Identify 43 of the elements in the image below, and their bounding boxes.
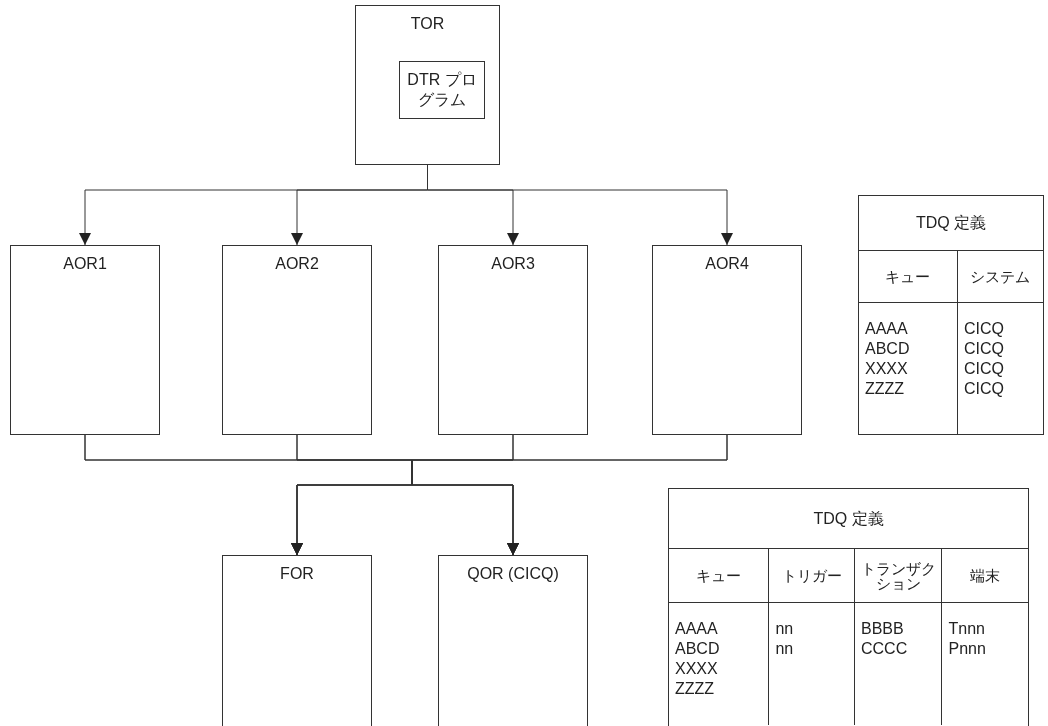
table-text: ZZZZ bbox=[675, 679, 716, 699]
table-text: CICQ bbox=[963, 359, 1005, 379]
table-text: AAAA bbox=[865, 319, 909, 339]
column-header: 端末 bbox=[969, 568, 1002, 583]
table-text: Tnnn bbox=[948, 619, 986, 639]
table-text: ABCD bbox=[675, 639, 721, 659]
table-title: TDQ 定義 bbox=[813, 508, 884, 529]
node-label: AOR1 bbox=[62, 254, 108, 274]
table-text: AAAA bbox=[675, 619, 719, 639]
region-box bbox=[438, 555, 588, 726]
table-text: nn bbox=[775, 639, 795, 659]
column-header: キュー bbox=[695, 568, 743, 583]
table-title: TDQ 定義 bbox=[915, 213, 987, 233]
column-header: トランザクション bbox=[859, 560, 937, 591]
column-header: トリガー bbox=[780, 568, 843, 583]
table-text: CCCC bbox=[860, 639, 909, 659]
program-box bbox=[399, 61, 485, 119]
region-box bbox=[222, 555, 372, 726]
table-text: ABCD bbox=[865, 339, 911, 359]
connector-arrow bbox=[411, 434, 728, 556]
region-box bbox=[222, 245, 372, 435]
table-text: Pnnn bbox=[948, 639, 987, 659]
table-text: XXXX bbox=[675, 659, 719, 679]
node-label: AOR4 bbox=[704, 254, 750, 274]
table-text: CICQ bbox=[963, 379, 1005, 399]
region-box bbox=[438, 245, 588, 435]
node-label: FOR bbox=[279, 564, 315, 584]
region-box bbox=[355, 5, 500, 165]
table-text: nn bbox=[775, 619, 795, 639]
column-header: キュー bbox=[884, 269, 932, 284]
table-text: ZZZZ bbox=[865, 379, 906, 399]
node-label: AOR3 bbox=[490, 254, 536, 274]
node-label: AOR2 bbox=[274, 254, 320, 274]
table-text: BBBB bbox=[860, 619, 905, 639]
region-box bbox=[10, 245, 160, 435]
column-header: システム bbox=[969, 269, 1032, 284]
region-box bbox=[652, 245, 802, 435]
table-text: CICQ bbox=[963, 319, 1005, 339]
node-label: QOR (CICQ) bbox=[466, 564, 560, 584]
table-text: CICQ bbox=[963, 339, 1005, 359]
table-text: XXXX bbox=[865, 359, 909, 379]
node-label: DTR プログラム bbox=[406, 70, 478, 110]
node-label: TOR bbox=[409, 14, 446, 34]
